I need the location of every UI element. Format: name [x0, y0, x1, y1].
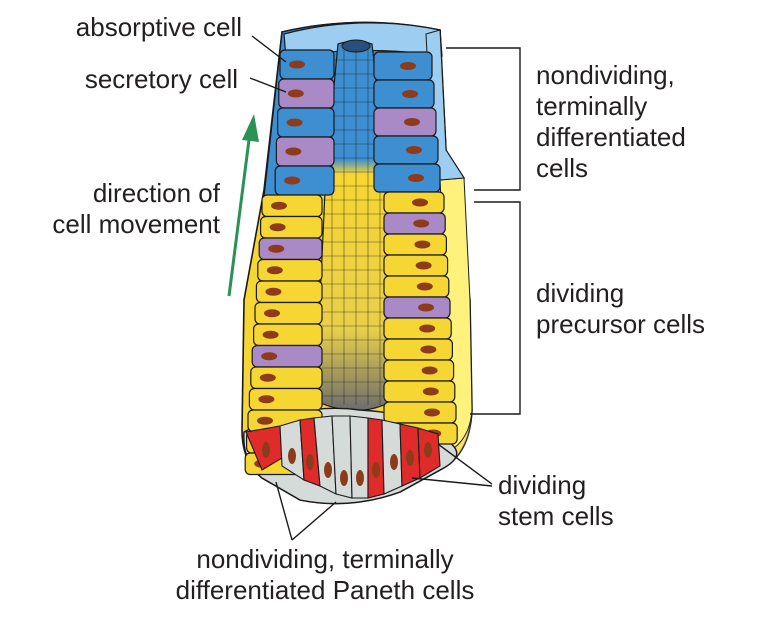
- cell-nucleus: [269, 223, 286, 232]
- cell-nucleus: [261, 352, 278, 361]
- cell-nucleus: [287, 89, 304, 98]
- right-cell: [383, 338, 454, 361]
- label-absorptive-cell: absorptive cell: [75, 12, 242, 42]
- cell-nucleus: [266, 266, 283, 275]
- right-cell: [383, 317, 452, 340]
- label-secretory-cell: secretory cell: [84, 64, 238, 94]
- precursor-line-1: dividing: [536, 278, 625, 308]
- right-cell: [383, 359, 455, 382]
- stem-pointer-1: [437, 443, 493, 485]
- cell-nucleus: [412, 198, 428, 207]
- direction-line-1: direction of: [92, 178, 220, 208]
- cell-nucleus: [285, 147, 302, 156]
- cell-nucleus: [340, 470, 348, 486]
- stem-cell: [367, 417, 385, 499]
- right-cell: [383, 401, 457, 424]
- stem-line-2: stem cells: [498, 501, 614, 531]
- label-stem-cells: dividing stem cells: [498, 470, 614, 532]
- secretory-pointer: [249, 77, 287, 93]
- cell-nucleus: [262, 330, 279, 339]
- left-cell: [275, 136, 335, 167]
- cell-nucleus: [257, 416, 273, 425]
- cell-nucleus: [421, 366, 438, 375]
- cell-nucleus: [413, 219, 430, 228]
- cell-nucleus: [288, 448, 296, 464]
- cell-nucleus: [324, 462, 332, 478]
- right-cell: [373, 163, 441, 193]
- cell-nucleus: [415, 261, 432, 270]
- nondividing-bracket: [446, 47, 521, 191]
- cell-nucleus: [265, 287, 282, 296]
- stem-line-1: dividing: [498, 470, 587, 500]
- paneth-pointer-1: [275, 481, 293, 541]
- cell-nucleus: [264, 309, 280, 318]
- cell-nucleus: [424, 408, 440, 417]
- nondividing-line-3: differentiated: [536, 122, 686, 152]
- cell-nucleus: [262, 442, 270, 458]
- paneth-line-2: differentiated Paneth cells: [175, 575, 475, 605]
- cell-nucleus: [418, 303, 434, 312]
- right-cell: [383, 380, 456, 403]
- label-nondividing-cells: nondividing, terminally differentiated c…: [536, 60, 686, 184]
- left-cell-column: [244, 49, 335, 476]
- cell-nucleus: [271, 201, 287, 210]
- cell-nucleus: [414, 240, 431, 249]
- cell-nucleus: [424, 442, 432, 458]
- stem-pointer-2: [411, 477, 493, 487]
- cell-nucleus: [390, 454, 398, 470]
- label-paneth-cells: nondividing, terminally differentiated P…: [140, 544, 510, 606]
- cell-nucleus: [258, 395, 275, 404]
- cell-nucleus: [284, 176, 301, 185]
- cell-nucleus: [420, 345, 437, 354]
- cell-nucleus: [422, 387, 439, 396]
- cell-nucleus: [400, 62, 416, 70]
- paneth-pointer-2: [291, 501, 337, 541]
- cell-nucleus: [268, 244, 285, 253]
- nondividing-line-1: nondividing,: [536, 60, 675, 90]
- cell-nucleus: [416, 282, 433, 291]
- right-cell: [383, 275, 450, 298]
- crypt-base-cells: [245, 415, 441, 499]
- left-cell: [279, 49, 335, 80]
- nondividing-line-4: cells: [536, 153, 589, 183]
- cell-nucleus: [419, 324, 436, 333]
- cell-nucleus: [406, 146, 422, 154]
- label-direction-of-movement: direction of cell movement: [52, 178, 220, 240]
- cell-nucleus: [372, 462, 380, 478]
- cell-nucleus: [408, 174, 424, 182]
- cell-nucleus: [286, 118, 303, 127]
- cell-nucleus: [356, 470, 364, 486]
- cell-nucleus: [306, 454, 314, 470]
- right-cell-column: [373, 51, 458, 445]
- direction-arrow-head: [242, 114, 259, 142]
- right-cell: [383, 296, 451, 319]
- direction-arrow-shaft: [227, 131, 252, 297]
- nondividing-line-2: terminally: [536, 91, 648, 121]
- cell-nucleus: [289, 60, 305, 69]
- cell-nucleus: [406, 450, 414, 466]
- cell-nucleus: [404, 118, 420, 126]
- left-cell: [274, 165, 335, 196]
- cell-nucleus: [402, 90, 418, 98]
- precursor-bracket: [470, 201, 521, 415]
- label-precursor-cells: dividing precursor cells: [536, 278, 705, 340]
- direction-line-2: cell movement: [52, 209, 220, 239]
- absorptive-pointer: [251, 35, 287, 63]
- paneth-line-1: nondividing, terminally: [196, 544, 454, 574]
- left-cell: [278, 78, 335, 109]
- left-cell: [277, 107, 335, 138]
- cell-nucleus: [259, 373, 276, 382]
- precursor-line-2: precursor cells: [536, 309, 706, 339]
